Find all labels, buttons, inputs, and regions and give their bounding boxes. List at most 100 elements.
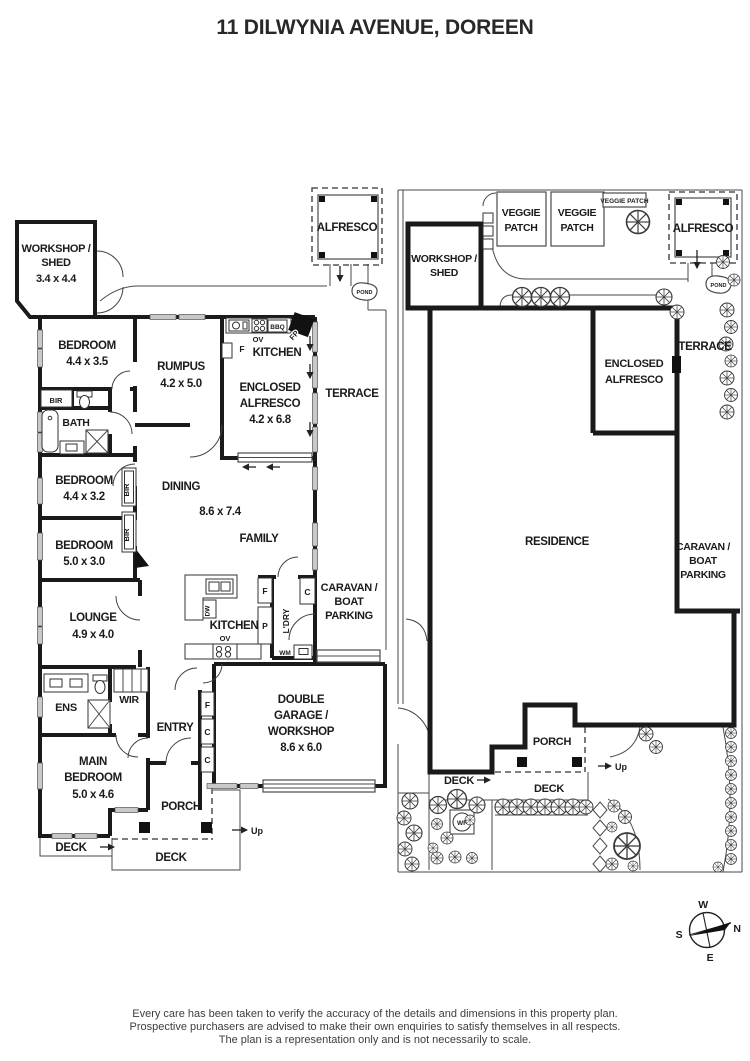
garden-edge: [499, 294, 660, 309]
room-dims-enclosed-alfresco: 4.2 x 6.8: [249, 414, 292, 426]
room-dims-lounge: 4.9 x 4.0: [72, 629, 114, 641]
wf-label: WF: [457, 820, 467, 827]
room-label-ens: ENS: [55, 702, 77, 714]
room-label-garage: DOUBLE: [278, 694, 325, 706]
laundry-label: L'DRY: [281, 608, 291, 633]
alfresco-post: [676, 199, 682, 205]
site-label-porch: PORCH: [533, 736, 572, 748]
tree-icon: [397, 841, 413, 857]
tree-icon: [405, 824, 423, 842]
tree-icon: [549, 286, 571, 308]
gate-arc: [482, 192, 497, 207]
alfresco-structure: [674, 197, 732, 258]
bathtub-icon: [41, 409, 59, 453]
room-label-garage: GARAGE /: [274, 710, 329, 722]
room-dims-bedroom3: 5.0 x 3.0: [63, 556, 105, 568]
alfresco-post: [319, 252, 325, 258]
tree-icon: [431, 818, 443, 830]
room-label-family: FAMILY: [239, 533, 279, 545]
toilet-icon: [94, 680, 106, 694]
room-label-main-bedroom: MAIN: [79, 756, 107, 768]
tree-icon: [638, 726, 654, 742]
oven-label: OV: [220, 634, 231, 643]
site-label-deck: DECK: [444, 775, 474, 787]
entry-closet: [200, 691, 215, 717]
oven-label: OV: [253, 335, 264, 344]
area-label-caravan: BOAT: [334, 596, 364, 608]
bir-label: BIR: [122, 483, 131, 497]
cupboard-label: C: [304, 587, 310, 597]
tree-icon: [655, 288, 673, 306]
bir-label: BIR: [50, 396, 64, 405]
tree-icon: [427, 842, 439, 854]
pond-shape: [351, 282, 378, 301]
room-dims-garage: 8.6 x 6.0: [280, 742, 322, 754]
garage-door: [262, 779, 376, 793]
room-dims-bedroom2: 4.4 x 3.2: [63, 491, 105, 503]
bbq-box: [267, 319, 288, 333]
closet-label-c: C: [204, 755, 210, 765]
bir-label: BIR: [122, 528, 131, 542]
tree-icon: [618, 810, 632, 824]
windows: [37, 314, 318, 839]
alfresco-structure: [317, 194, 379, 260]
tree-icon: [725, 839, 737, 851]
room-label-alfresco: ALFRESCO: [317, 222, 378, 234]
closet-label-f: F: [205, 700, 210, 710]
cooktop-icon: [251, 318, 268, 333]
room-dims-main-bedroom: 5.0 x 4.6: [72, 789, 114, 801]
compass: W N E S: [676, 899, 741, 964]
area-label-deck: DECK: [55, 842, 87, 854]
tree-icon: [466, 852, 478, 864]
room-dims-rumpus: 4.2 x 5.0: [160, 378, 202, 390]
disclaimer: Every care has been taken to verify the …: [0, 1008, 750, 1047]
veggie-patch-small: [602, 192, 647, 208]
workshop-shed-structure: [405, 221, 484, 311]
dishwasher-icon: [202, 599, 217, 619]
pond-label: POND: [357, 290, 373, 296]
tree-icon: [448, 850, 462, 864]
tree-icon: [719, 370, 735, 386]
residence-inner-walls: [590, 308, 740, 614]
openings: [237, 452, 381, 793]
room-dims-workshop: 3.4 x 4.4: [36, 273, 77, 285]
veggie-patch-structure: [496, 191, 547, 247]
pantry: [257, 606, 273, 645]
area-label-deck: DECK: [155, 852, 187, 864]
path-edge: [491, 245, 688, 280]
up-label: Up: [251, 826, 263, 836]
porch-dashed-boundary: [112, 788, 213, 840]
tree-icon: [712, 861, 724, 873]
room-dims-bedroom1: 4.4 x 3.5: [66, 356, 109, 368]
room-label-bedroom1: BEDROOM: [58, 340, 116, 352]
floor-plan: WORKSHOP / SHED 3.4 x 4.4 ALFRESCO POND …: [15, 187, 387, 871]
room-label-bedroom2: BEDROOM: [55, 475, 113, 487]
area-label-caravan: CARAVAN /: [321, 582, 378, 594]
porch-post: [139, 822, 150, 833]
tree-icon: [724, 354, 738, 368]
porch-post: [572, 757, 582, 767]
bir-closet: [40, 389, 73, 408]
disclaimer-line-1: Every care has been taken to verify the …: [132, 1008, 618, 1020]
tree-icon: [468, 796, 486, 814]
wm-label: WM: [279, 650, 291, 657]
disclaimer-line-2: Prospective purchasers are advised to ma…: [129, 1021, 621, 1033]
room-label-enclosed-alfresco: ENCLOSED: [239, 382, 300, 394]
alfresco-post: [319, 196, 325, 202]
door-marker: [672, 356, 681, 373]
fixtures: [40, 312, 316, 833]
room-label-enclosed-alfresco: ALFRESCO: [240, 398, 301, 410]
workshop-shed-walls: [15, 220, 97, 319]
room-label-kitchen: KITCHEN: [210, 620, 259, 632]
entry-closet: [200, 718, 215, 745]
site-label-enclosed-alfresco: ALFRESCO: [605, 374, 664, 386]
tree-icon: [725, 755, 737, 767]
alfresco-post: [723, 199, 729, 205]
tree-icon: [607, 799, 621, 813]
veggie-patch-structure: [550, 191, 605, 247]
porch-post: [201, 822, 212, 833]
tree-icon: [725, 741, 737, 753]
pond-label: POND: [711, 283, 727, 289]
room-label-bedroom3: BEDROOM: [55, 540, 113, 552]
